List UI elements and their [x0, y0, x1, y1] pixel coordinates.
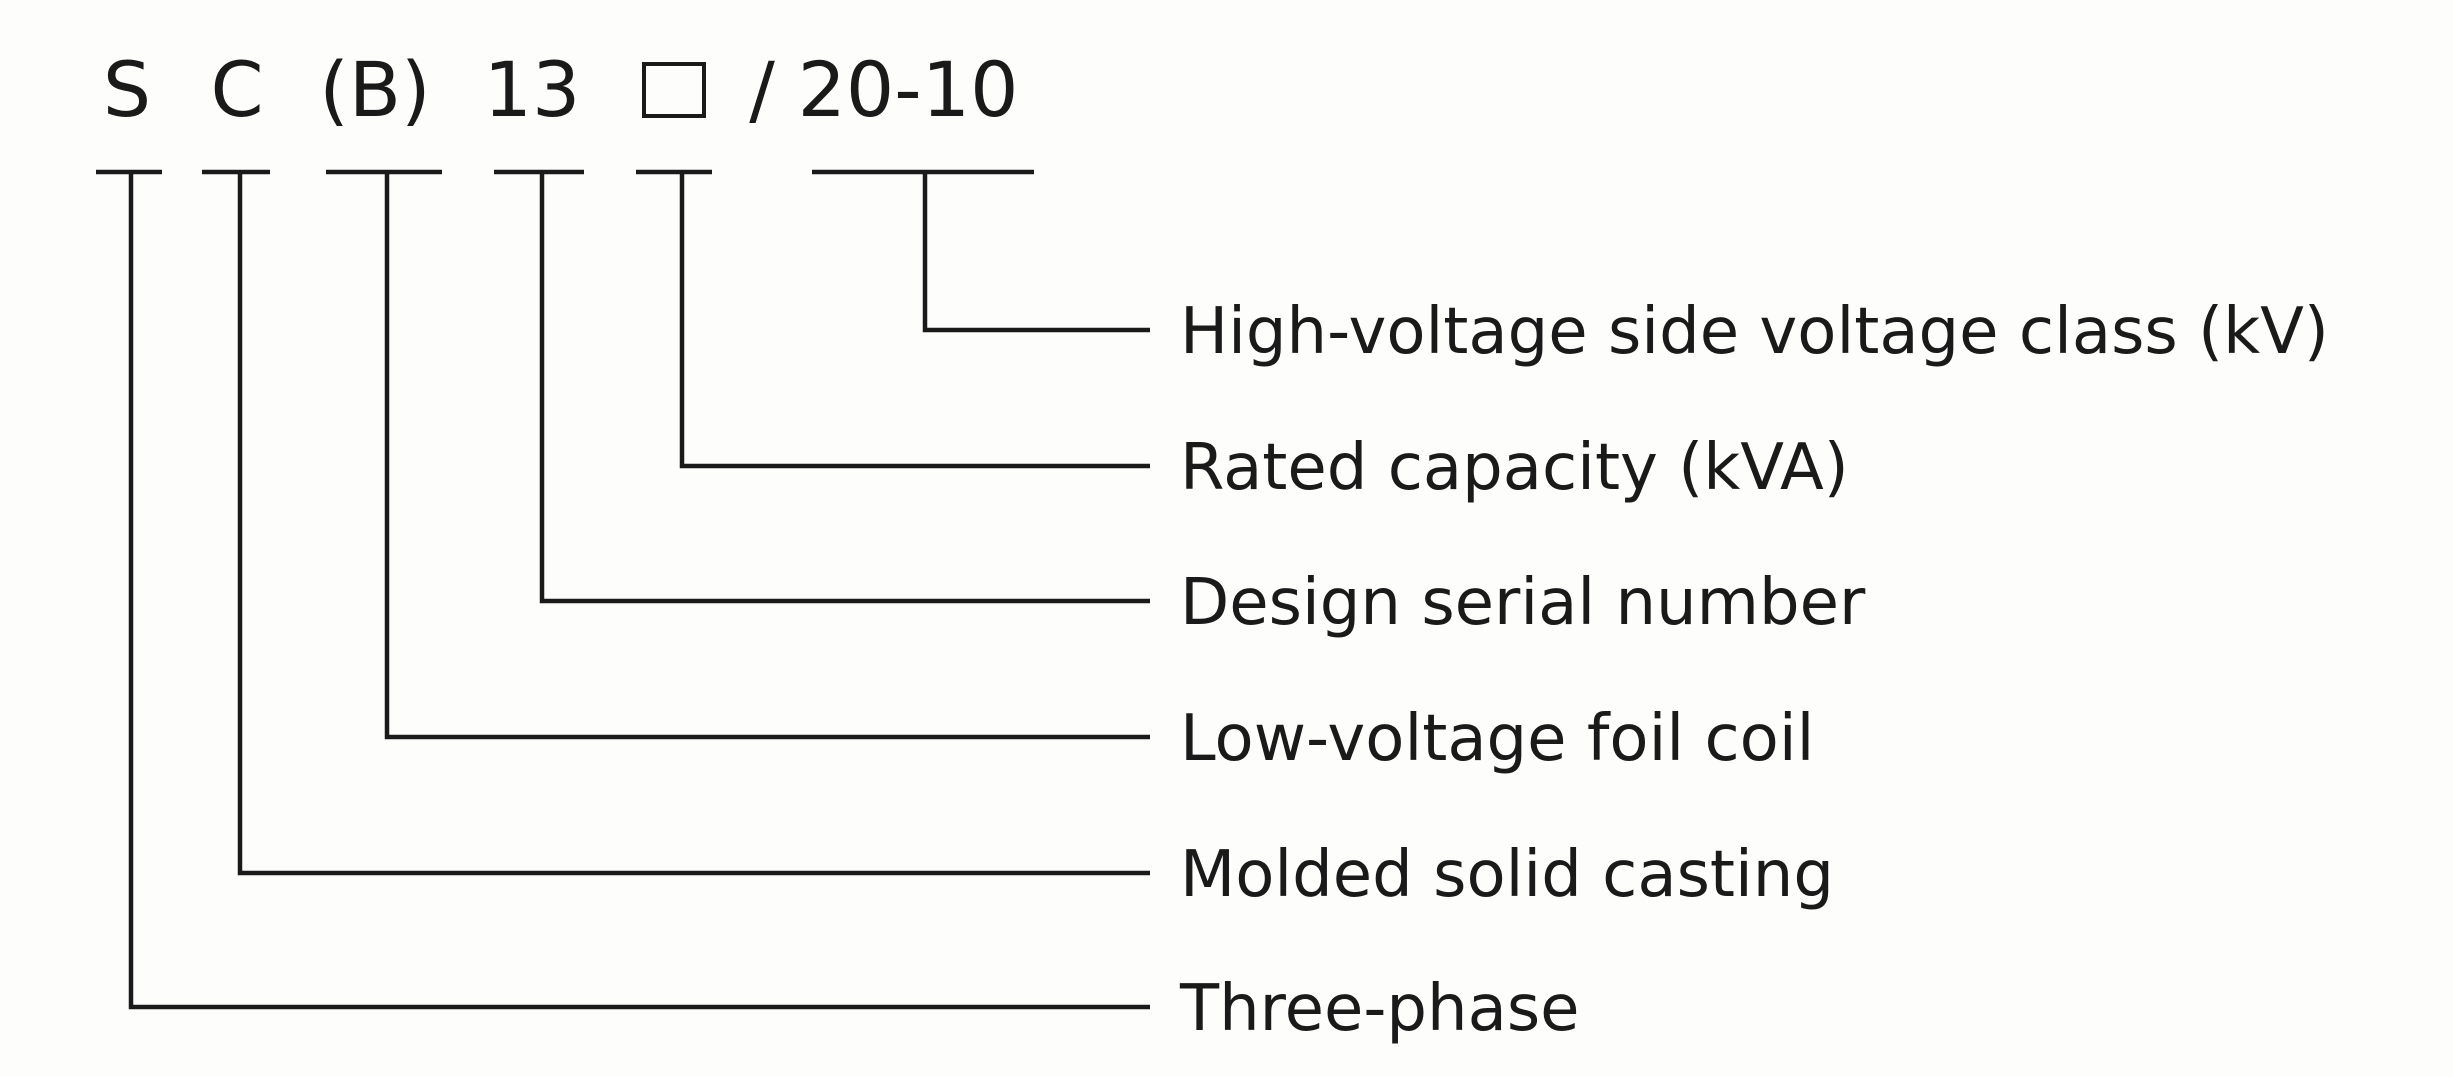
label-foil-coil: Low-voltage foil coil	[1180, 702, 1814, 776]
code-slash: /	[749, 45, 775, 134]
code-b: (B)	[319, 45, 430, 134]
code-c: C	[210, 45, 263, 134]
label-design-serial: Design serial number	[1180, 566, 1866, 640]
code-s: S	[103, 45, 151, 134]
capacity-placeholder-box	[642, 62, 706, 118]
leader-solid-casting	[237, 172, 1150, 876]
label-rated-capacity: Rated capacity (kVA)	[1180, 431, 1849, 505]
label-solid-casting: Molded solid casting	[1180, 838, 1834, 912]
leader-voltage-class	[922, 172, 1150, 333]
label-voltage-class: High-voltage side voltage class (kV)	[1180, 295, 2329, 369]
leader-lines	[128, 172, 1150, 1010]
leader-foil-coil	[384, 172, 1150, 740]
code-13: 13	[484, 45, 581, 134]
model-code: S C (B) 13 / 20-10	[103, 45, 1019, 134]
label-three-phase: Three-phase	[1179, 972, 1580, 1046]
leader-three-phase	[128, 172, 1150, 1010]
descriptions: High-voltage side voltage class (kV) Rat…	[1179, 295, 2329, 1046]
code-20-10: 20-10	[798, 45, 1019, 134]
leader-rated-capacity	[679, 172, 1150, 469]
leader-design-serial	[539, 172, 1150, 604]
